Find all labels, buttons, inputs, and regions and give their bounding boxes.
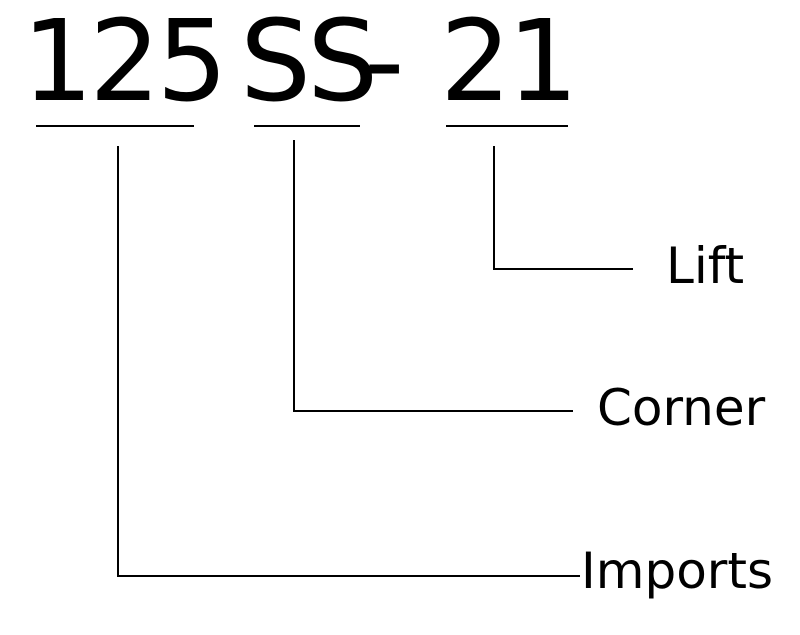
connector-corner-horizontal <box>293 410 573 412</box>
code-dash: - <box>364 0 405 127</box>
code-number: 125 <box>22 0 228 127</box>
underline-letters <box>254 125 360 127</box>
connector-lift-vertical <box>493 146 495 269</box>
label-corner: Corner <box>597 379 766 437</box>
code-size: 21 <box>440 0 579 127</box>
underline-number <box>36 125 194 127</box>
label-lift: Lift <box>666 237 745 295</box>
connector-corner-vertical <box>293 140 295 411</box>
code-letters: SS <box>240 0 378 127</box>
connector-lift-horizontal <box>493 268 633 270</box>
underline-size <box>446 125 568 127</box>
connector-imports-horizontal <box>117 575 580 577</box>
label-imports: Imports <box>581 542 773 600</box>
connector-imports-vertical <box>117 146 119 576</box>
